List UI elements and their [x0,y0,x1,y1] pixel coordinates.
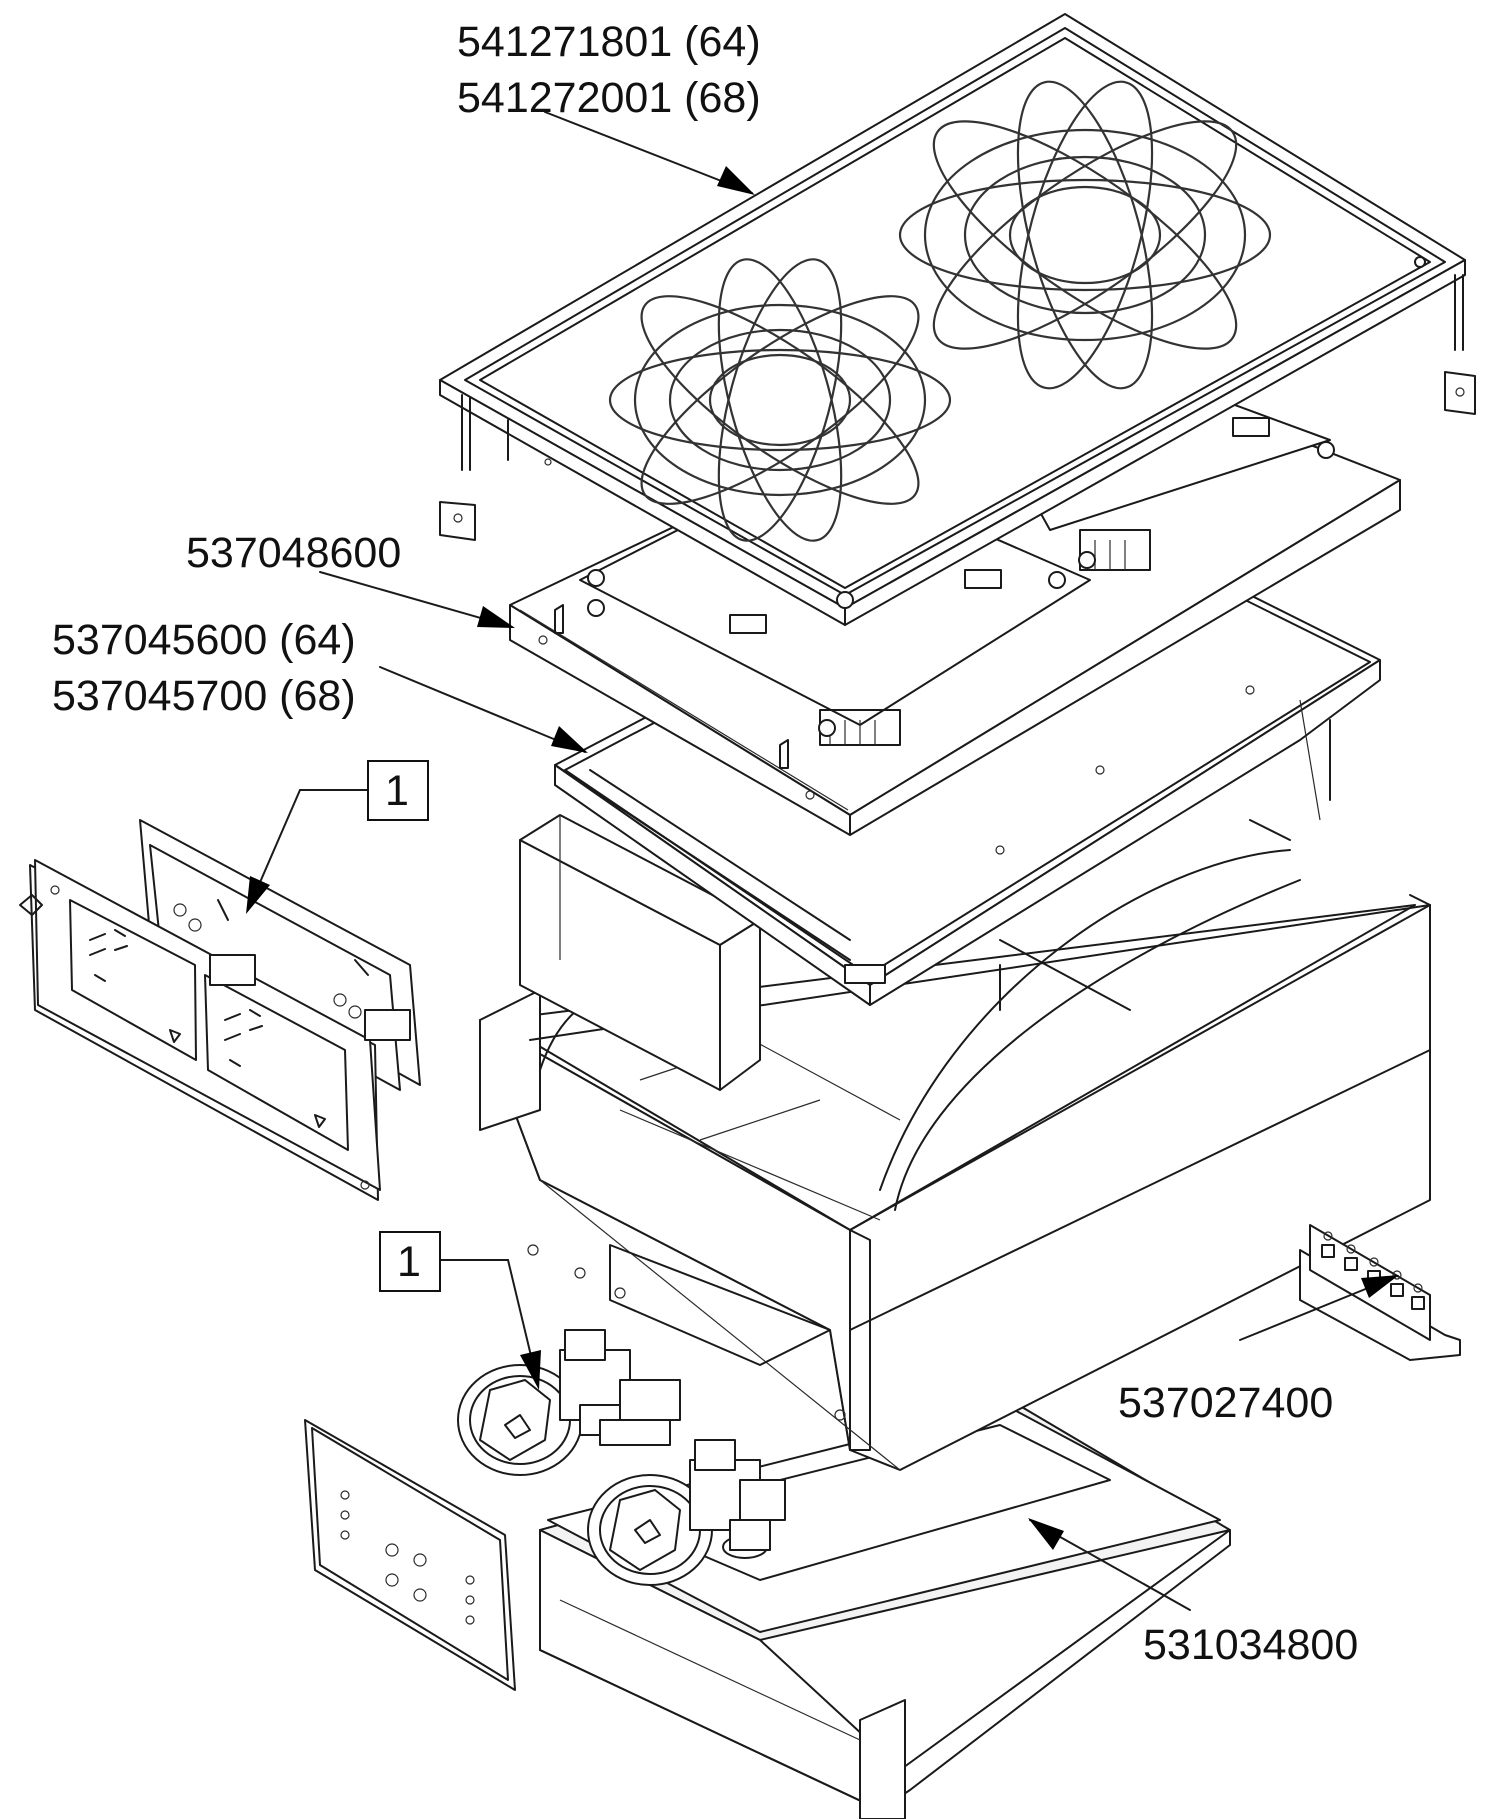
valve-mounting-plate [304,1419,516,1691]
label-cooktop-64: 541271801 (64) [457,18,761,66]
control-board-assembly [19,819,421,1201]
ceramic-glass-top [439,13,1466,626]
label-base-pan: 531034800 [1143,1621,1358,1669]
label-terminal-block: 537027400 [1118,1379,1333,1427]
callout-control-valve-number: 1 [397,1238,421,1286]
label-tray-68: 537045700 (68) [52,672,356,720]
callout-box-control-valve: 1 [379,1231,441,1292]
burner-back-right [898,80,1272,390]
control-valve-assembly [457,1329,786,1586]
base-pan [539,1399,1231,1819]
label-tray-64: 537045600 (64) [52,616,356,664]
mounting-clip-left [439,501,476,541]
callout-box-control-board: 1 [367,760,429,821]
label-cooktop-68: 541272001 (68) [457,74,761,122]
burner-front-left [608,258,952,542]
leader-lines [246,111,1399,1611]
chassis-housing [479,849,1431,1471]
mounting-clip-right [1444,371,1476,415]
label-heat-shield: 537048600 [186,529,401,577]
terminal-block [1299,1224,1461,1361]
callout-control-board-number: 1 [385,767,409,815]
electronics-enclosure [519,814,761,1091]
